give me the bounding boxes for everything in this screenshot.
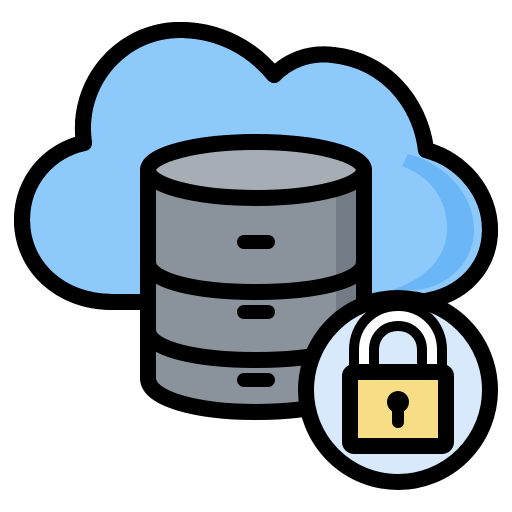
lock-keyhole-top bbox=[387, 391, 409, 413]
lock-shackle-inner bbox=[359, 310, 437, 377]
database-divider-1 bbox=[140, 254, 372, 301]
lock-keyhole-stem bbox=[392, 404, 404, 428]
cloud-shadow bbox=[392, 154, 474, 290]
cloud-outline bbox=[14, 21, 498, 310]
database-top bbox=[140, 134, 372, 206]
lock-badge bbox=[298, 290, 498, 490]
